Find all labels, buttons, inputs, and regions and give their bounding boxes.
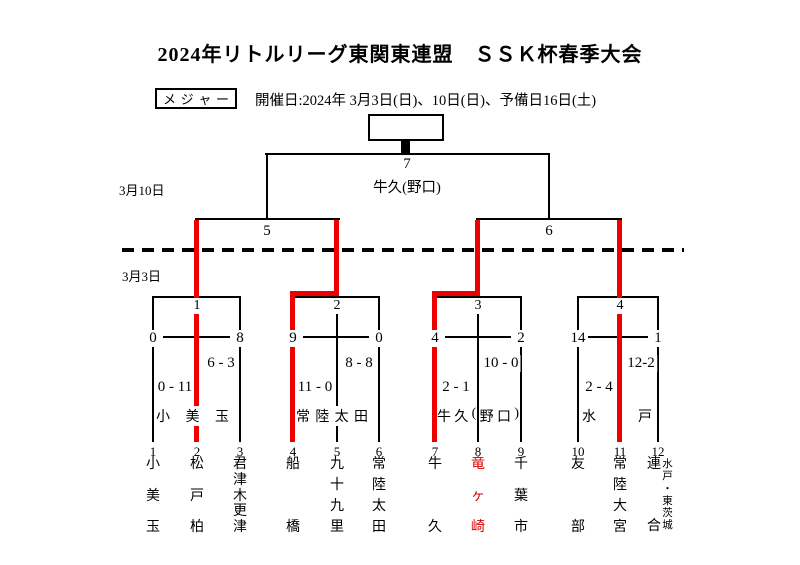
first-day-date: 3月3日 xyxy=(122,269,162,284)
pool4-match-score-right: 12-2 xyxy=(625,355,657,372)
final-match-line xyxy=(265,153,550,155)
pool3-cross-score-right: 2 xyxy=(515,330,527,347)
team-6-name: 常陸太田 xyxy=(372,457,386,535)
pool2-game-number: 2 xyxy=(331,298,343,314)
semifinal-6-line xyxy=(476,218,622,220)
pool3-cross-score-left: 4 xyxy=(429,330,441,347)
pool2-crossbar xyxy=(303,336,369,338)
team-3-name: 君津木更津 xyxy=(233,457,247,535)
pool2-middle-leg xyxy=(336,296,338,442)
division-badge: メジャー xyxy=(155,88,237,109)
team-6-number: 6 xyxy=(375,444,383,459)
winner-path-pool2-drop xyxy=(334,220,339,294)
semifinal-5-line xyxy=(195,218,340,220)
team-12-number: 12 xyxy=(651,444,665,459)
pool1-match-score-left: 0 - 11 xyxy=(155,379,195,396)
team-10-name: 友部 xyxy=(571,457,585,535)
team-2-name: 松戸柏 xyxy=(190,457,204,535)
day-separator-dashed-line xyxy=(122,248,684,252)
page-title: 2024年リトルリーグ東関東連盟 ＳＳＫ杯春季大会 xyxy=(157,44,643,66)
team-4-name: 船橋 xyxy=(286,457,300,535)
team-3-number: 3 xyxy=(236,444,244,459)
pool1-cross-score-right: 8 xyxy=(234,330,246,347)
team-12-name-main: 連合 xyxy=(647,457,661,534)
pool3-venue: 牛久(野口) xyxy=(437,406,519,426)
final-venue: 牛久(野口) xyxy=(373,180,441,196)
team-4-number: 4 xyxy=(289,444,297,459)
pool4-right-leg xyxy=(657,296,659,442)
winner-path-pool1 xyxy=(194,220,199,442)
team-1-name: 小美玉 xyxy=(146,457,160,535)
event-dates: 開催日:2024年 3月3日(日)、10日(日)、予備日16日(土) xyxy=(255,93,597,109)
champion-connector xyxy=(401,139,410,155)
pool3-match-score-left: 2 - 1 xyxy=(440,379,472,396)
final-day-date: 3月10日 xyxy=(119,183,165,198)
final-left-leg xyxy=(266,153,268,219)
pool1-game-number: 1 xyxy=(191,298,203,314)
team-10-number: 10 xyxy=(571,444,585,459)
winner-path-pool3-leg xyxy=(432,291,437,442)
team-9-name: 千葉市 xyxy=(514,457,528,535)
pool3-game-number: 3 xyxy=(472,298,484,314)
pool4-cross-score-right: 1 xyxy=(652,330,664,347)
team-8-number: 8 xyxy=(474,444,482,459)
pool4-venue: 水戸 xyxy=(582,406,652,426)
winner-path-pool2-elbow xyxy=(290,291,339,296)
pool2-match-score-right: 8 - 8 xyxy=(343,355,375,372)
team-11-number: 11 xyxy=(613,444,627,459)
pool2-venue: 常陸太田 xyxy=(296,406,368,426)
pool2-right-leg xyxy=(378,296,380,442)
pool4-match-score-left: 2 - 4 xyxy=(583,379,615,396)
pool2-cross-score-left: 9 xyxy=(287,330,299,347)
pool4-cross-score-left: 14 xyxy=(568,330,588,347)
team-5-name: 九十九里 xyxy=(330,457,344,535)
final-game-number: 7 xyxy=(403,156,411,172)
pool1-cross-score-left: 0 xyxy=(147,330,159,347)
pool1-match-score-right: 6 - 3 xyxy=(205,355,237,372)
pool3-right-leg xyxy=(520,296,522,442)
pool2-cross-score-right: 0 xyxy=(373,330,385,347)
pool1-right-leg xyxy=(239,296,241,442)
semifinal-6-number: 6 xyxy=(545,223,553,239)
team-12-name-sub: 水戸・東茨城 xyxy=(662,459,673,532)
champion-box xyxy=(368,114,444,141)
winner-path-pool2-leg xyxy=(290,291,295,442)
team-7-name: 牛久 xyxy=(428,457,442,535)
team-9-number: 9 xyxy=(517,444,525,459)
pool3-middle-leg xyxy=(477,296,479,442)
pool3-crossbar xyxy=(445,336,511,338)
winner-path-pool4 xyxy=(617,220,622,442)
pool2-match-score-left: 11 - 0 xyxy=(295,379,335,396)
winner-path-pool3-elbow xyxy=(432,291,480,296)
winner-path-pool3-drop xyxy=(475,220,480,294)
pool3-match-score-right: 10 - 0 xyxy=(481,355,521,372)
team-1-number: 1 xyxy=(149,444,157,459)
team-7-number: 7 xyxy=(431,444,439,459)
pool4-game-number: 4 xyxy=(614,298,626,314)
pool4-left-leg xyxy=(577,296,579,442)
final-right-leg xyxy=(548,153,550,219)
team-2-number: 2 xyxy=(193,444,201,459)
semifinal-5-number: 5 xyxy=(263,223,271,239)
pool1-venue: 小美玉 xyxy=(156,406,229,426)
team-8-name: 竜ヶ崎 xyxy=(471,457,485,535)
team-11-name: 常陸大宮 xyxy=(613,457,627,535)
pool1-left-leg xyxy=(152,296,154,442)
team-12-name: 連合 水戸・東茨城 xyxy=(647,458,674,534)
team-5-number: 5 xyxy=(333,444,341,459)
